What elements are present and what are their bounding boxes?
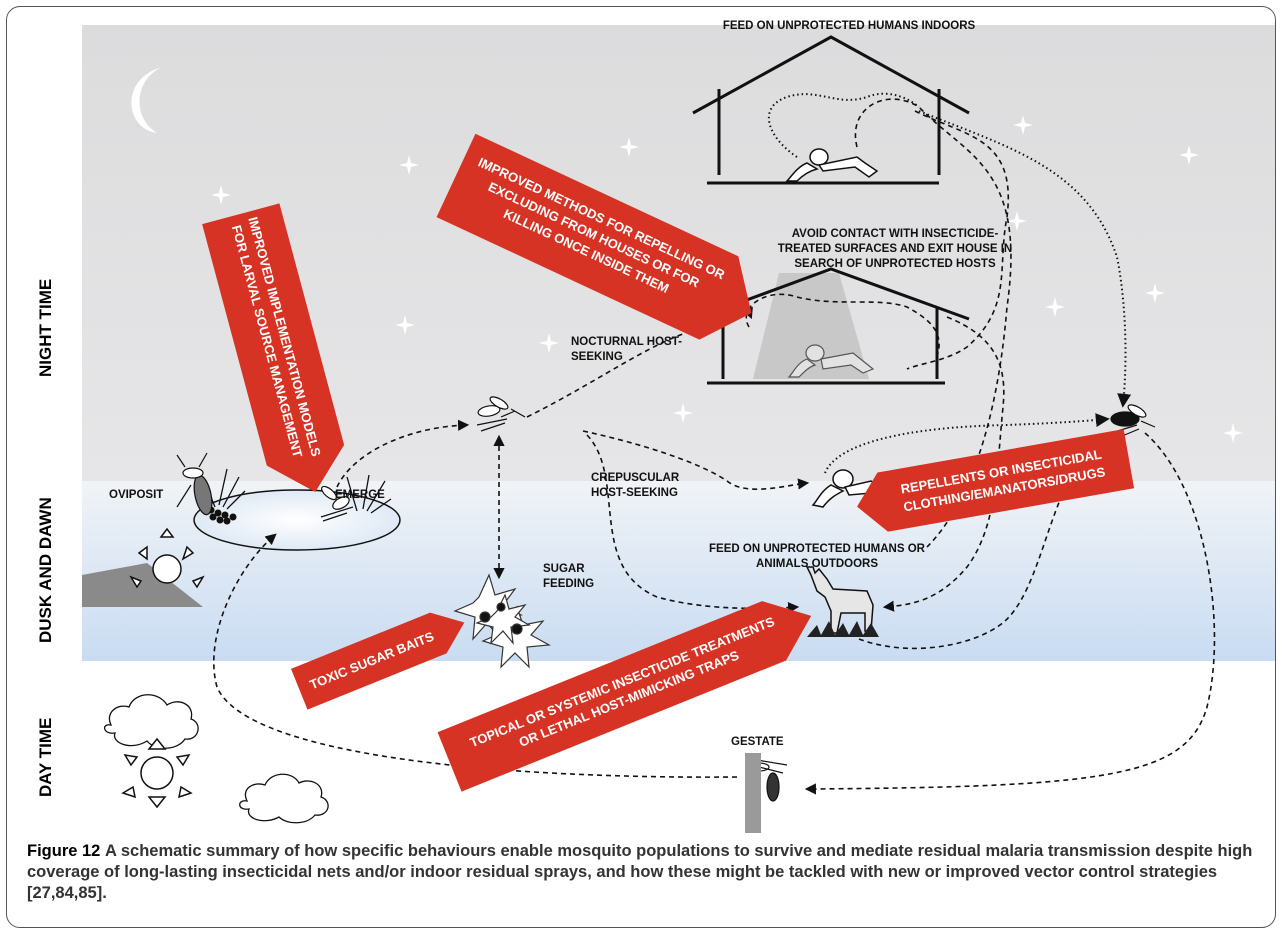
label-gestate: GESTATE [731, 736, 784, 748]
path-bloodfed-to-gestate [804, 432, 1216, 795]
human-indoors-icon [785, 148, 879, 182]
cloud-icon [104, 694, 199, 749]
star-icon [1007, 211, 1027, 231]
label-nocturnal-2: SEEKING [571, 351, 623, 363]
star-icon [399, 155, 419, 175]
star-icon [1179, 145, 1199, 165]
label-emerge: EMERGE [335, 489, 385, 501]
house-feed-indoors [692, 35, 970, 185]
label-sugar-1: SUGAR [543, 563, 585, 575]
label-avoid-3: SEARCH OF UNPROTECTED HOSTS [794, 258, 996, 270]
breeding-pond [193, 489, 401, 551]
moon-icon [131, 67, 162, 133]
label-feed-indoors: FEED ON UNPROTECTED HUMANS INDOORS [723, 20, 976, 32]
star-icon [619, 137, 639, 157]
star-icon [539, 333, 559, 353]
star-icon [211, 185, 231, 205]
star-icon [1045, 297, 1065, 317]
label-crepuscular-2: HOST-SEEKING [591, 487, 678, 499]
mosquito-behaviour-diagram: NIGHT TIME DUSK AND DAWN DAY TIME [36, 20, 1275, 837]
human-protected-icon [787, 344, 875, 378]
star-icon [1145, 283, 1165, 303]
label-sugar-2: FEEDING [543, 578, 594, 590]
mosquito-blood-fed-icon [1110, 404, 1156, 440]
label-avoid-2: TREATED SURFACES AND EXIT HOUSE IN [778, 243, 1013, 255]
label-nocturnal-1: NOCTURNAL HOST- [571, 336, 682, 348]
band-label-day: DAY TIME [36, 718, 55, 797]
path-indoor-exit [906, 110, 1010, 370]
figure-frame: NIGHT TIME DUSK AND DAWN DAY TIME [6, 6, 1276, 928]
label-oviposit: OVIPOSIT [109, 489, 163, 501]
rising-sun-icon [129, 527, 205, 589]
star-icon [673, 403, 693, 423]
grass-patch-icon [807, 621, 879, 637]
mosquito-emerging-icon [320, 485, 354, 522]
cloud-icon [239, 773, 329, 824]
path-indoor-to-bloodfed [918, 110, 1132, 408]
label-avoid-1: AVOID CONTACT WITH INSECTICIDE- [792, 228, 999, 240]
path-crepuscular-host-seeking [582, 430, 810, 490]
mosquito-host-seeking-icon [476, 396, 526, 432]
label-crepuscular-1: CREPUSCULAR [591, 472, 680, 484]
hill-icon [82, 563, 203, 607]
caption-text: A schematic summary of how specific beha… [27, 842, 1253, 902]
intervention-repellents: REPELLENTS OR INSECTICIDAL CLOTHING/EMAN… [857, 429, 1135, 532]
path-indoor-feeding-loop [767, 92, 920, 158]
resting-wall [745, 753, 761, 833]
mosquito-ovipositing-icon [176, 452, 213, 516]
path-gestate-to-oviposit [213, 533, 738, 778]
star-icon [395, 315, 415, 335]
path-emerge-to-hostseeking [336, 419, 470, 488]
figure-caption: Figure 12 A schematic summary of how spe… [27, 841, 1267, 904]
label-feed-outdoors-1: FEED ON UNPROTECTED HUMANS OR [709, 543, 926, 555]
caption-label: Figure 12 [27, 842, 101, 860]
band-label-dusk-dawn: DUSK AND DAWN [36, 497, 55, 643]
band-label-night: NIGHT TIME [36, 279, 55, 377]
star-icon [1013, 115, 1033, 135]
path-house2-loop [745, 293, 940, 358]
label-feed-outdoors-2: ANIMALS OUTDOORS [756, 558, 878, 570]
flowers-icon [453, 573, 551, 669]
star-icon [1223, 423, 1243, 443]
day-sun-icon [121, 737, 193, 809]
